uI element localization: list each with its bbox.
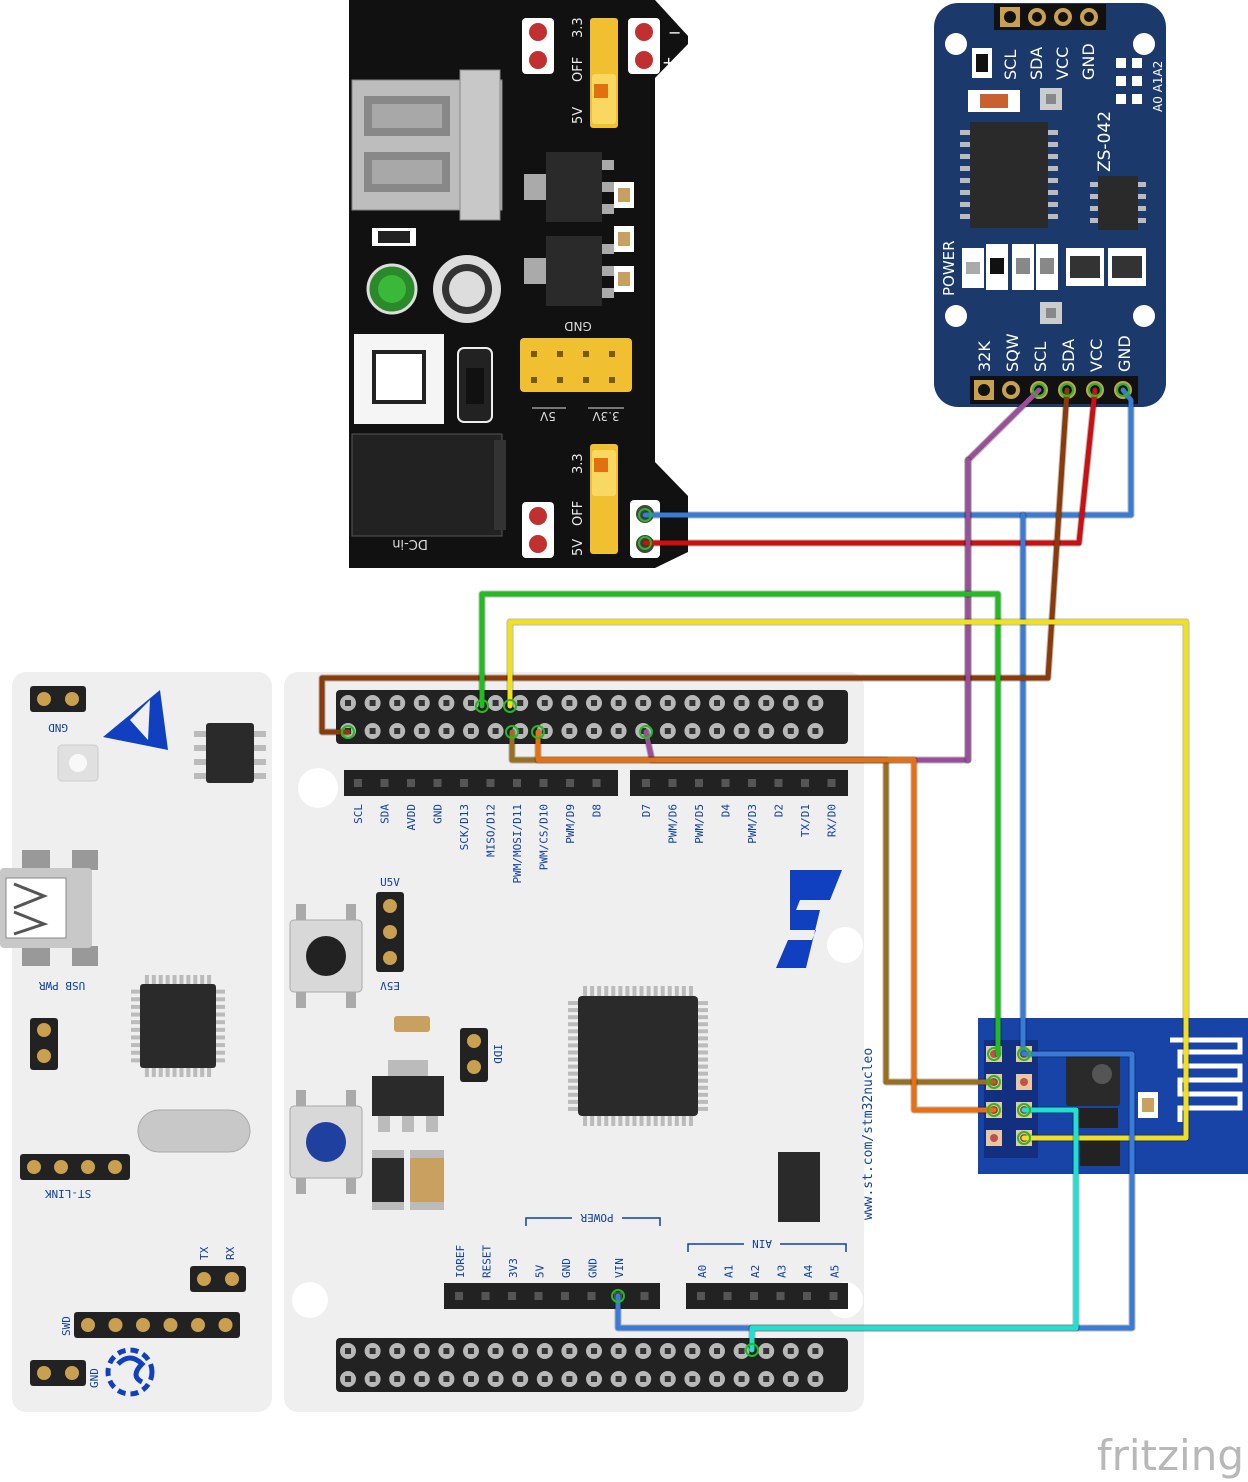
crystal <box>137 1109 251 1153</box>
rtc-top-pin-label: SDA <box>1027 47 1046 80</box>
power-pin-label: VIN <box>613 1258 626 1278</box>
digital-pin-label: SDA <box>379 804 392 824</box>
hdr-33v-label: 3.3V <box>592 409 620 423</box>
digital-pin-label: SCL <box>352 804 365 824</box>
hdr-5v-label: 5V <box>539 409 556 423</box>
digital-pin-label: D8 <box>591 804 604 817</box>
rtc-bottom-pin-label: 32K <box>975 341 994 372</box>
main-mcu-chip <box>568 986 708 1126</box>
antenna-trace-icon <box>1170 1037 1243 1122</box>
power-pin-label: GND <box>587 1258 600 1278</box>
digital-pin-label: PWM/MOSI/D11 <box>511 804 524 883</box>
top-jumper-33: 3.3 <box>571 17 586 38</box>
digital-pin-label: AVDD <box>405 804 418 831</box>
st-url: www.st.com/stm32nucleo <box>861 1048 876 1220</box>
rtc-bottom-pin-label: GND <box>1115 335 1134 372</box>
digital-pin-label: MISO/D12 <box>485 804 498 857</box>
analog-pin-label: A2 <box>749 1265 762 1278</box>
u5v-label: U5V <box>380 876 400 889</box>
stlink-mcu-chip <box>131 975 225 1077</box>
idd-label: IDD <box>491 1044 504 1064</box>
bottom-jumper-off: OFF <box>571 501 586 526</box>
rtc-bottom-pin-label: VCC <box>1087 339 1106 372</box>
analog-pin-label: A3 <box>776 1265 789 1278</box>
rtc-top-pin-label: SCL <box>1001 50 1020 80</box>
gnd-top-label: GND <box>48 721 68 734</box>
red-wire[interactable] <box>642 387 1098 546</box>
rtc-top-pin-label: VCC <box>1053 47 1072 80</box>
cyan-wire[interactable] <box>749 1107 1079 1353</box>
top-jumper-off: OFF <box>571 57 586 82</box>
user-button[interactable] <box>289 1090 363 1194</box>
rtc-addr-label: A0 A1A2 <box>1151 61 1165 112</box>
power-pin-label: RESET <box>481 1245 494 1278</box>
rtc-power-label: POWER <box>940 240 958 296</box>
digital-pin-label: D2 <box>773 804 786 817</box>
tx-label: TX <box>198 1246 211 1260</box>
gnd-bottom-label: GND <box>88 1368 101 1388</box>
ain-title: AIN <box>752 1237 772 1250</box>
usb-pwr-label: USB PWR <box>38 979 85 992</box>
reset-button[interactable] <box>289 904 363 1008</box>
rtc-bottom-pin-label: SQW <box>1003 333 1022 372</box>
analog-pin-label: A0 <box>696 1265 709 1278</box>
digital-pin-label: RX/D0 <box>826 804 839 837</box>
swd-label: SWD <box>60 1316 73 1336</box>
brown-wire[interactable] <box>319 387 1070 735</box>
gnd-label: GND <box>564 319 592 333</box>
wires <box>318 383 1190 1357</box>
stm32-nucleo-board: SCL SDA AVDD GND SCK/D13 MISO/D12 PWM/MOSI/D11… <box>0 672 876 1412</box>
digital-pin-label: D4 <box>720 804 733 818</box>
blue-wire[interactable] <box>615 1051 1135 1331</box>
analog-pin-label: A1 <box>723 1265 736 1278</box>
analog-pin-label: A4 <box>802 1264 815 1278</box>
rtc-bottom-pin-label: SDA <box>1059 339 1078 372</box>
digital-pin-label: PWM/D3 <box>746 804 759 844</box>
esp8266-wifi-module <box>978 1018 1248 1174</box>
morpho-header-bottom <box>336 1338 848 1392</box>
rx-label: RX <box>224 1246 237 1260</box>
st-link-label: ST-LINK <box>44 1187 91 1200</box>
power-pin-label: GND <box>560 1258 573 1278</box>
rtc-top-pin-label: GND <box>1079 43 1098 80</box>
digital-pin-label: D7 <box>640 804 653 817</box>
st-logo-icon <box>776 870 842 968</box>
bottom-jumper-5v: 5V <box>571 539 586 556</box>
plus-label: + <box>662 53 675 72</box>
green-wire[interactable] <box>479 591 1001 1057</box>
morpho-header-top <box>336 690 848 744</box>
power-pin-label: IOREF <box>454 1245 467 1278</box>
minus-label: − <box>668 23 681 42</box>
breadboard-power-module: DC-in − + OFF 3.3 5V GND 5V 3.3V <box>349 0 688 568</box>
digital-pin-label: PWM/D9 <box>564 804 577 844</box>
usb-connector <box>0 850 98 966</box>
analog-pin-label: A5 <box>829 1265 842 1278</box>
top-jumper-5v: 5V <box>571 107 586 124</box>
eeprom-chip <box>194 723 266 783</box>
power-pin-label: 3V3 <box>507 1258 520 1278</box>
digital-pin-label: PWM/CS/D10 <box>538 804 551 870</box>
power-pin-label: 5V <box>534 1264 547 1278</box>
rtc-model-label: ZS-042 <box>1095 111 1115 172</box>
digital-pin-label: PWM/D6 <box>667 804 680 844</box>
digital-pin-label: PWM/D5 <box>693 804 706 844</box>
bottom-jumper-33: 3.3 <box>571 453 586 474</box>
digital-pin-label: SCK/D13 <box>458 804 471 850</box>
dcin-label: DC-in <box>392 536 428 551</box>
nucleo-logo-icon <box>105 1347 155 1397</box>
digital-pin-label: GND <box>432 804 445 824</box>
power-title: POWER <box>580 1211 613 1224</box>
rtc-bottom-pin-label: SCL <box>1031 342 1050 372</box>
fritzing-logo: fritzing <box>1097 1431 1244 1480</box>
rtc-ds3231-module: SCL SDA VCC GND A0 A1A2 ZS-042 POWER 32K SQW… <box>934 3 1166 407</box>
e5v-label: E5V <box>380 979 400 992</box>
orange-wire[interactable] <box>535 729 997 1113</box>
digital-pin-label: TX/D1 <box>799 804 812 837</box>
